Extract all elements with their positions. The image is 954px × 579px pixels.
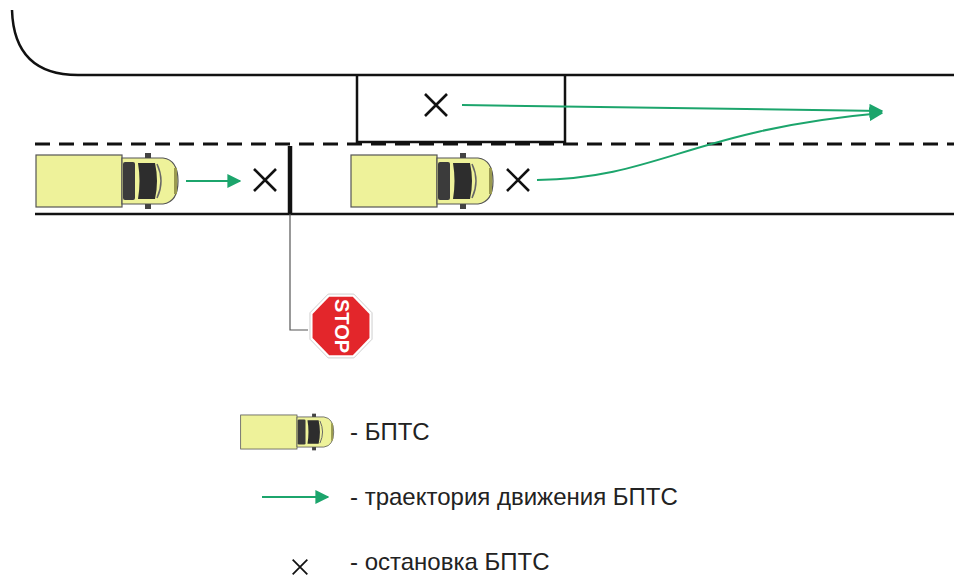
stop-line bbox=[288, 146, 293, 213]
lane-dashed-line bbox=[35, 143, 954, 146]
legend-label: - БПТС bbox=[350, 418, 430, 446]
legend-vehicle-sample bbox=[241, 414, 334, 451]
trajectory bbox=[537, 113, 882, 180]
sign-text: STOP bbox=[330, 299, 353, 353]
bus-bay bbox=[357, 75, 565, 142]
legend-label: - траектория движения БПТС bbox=[350, 483, 678, 511]
leader-line bbox=[290, 214, 308, 330]
vehicle bbox=[36, 153, 178, 209]
stop-mark bbox=[425, 94, 447, 116]
trajectory bbox=[186, 180, 240, 182]
trajectory bbox=[462, 105, 882, 111]
stop-sign: STOP bbox=[306, 290, 376, 362]
legend-trajectory-sample bbox=[262, 496, 328, 498]
vehicle bbox=[351, 153, 493, 209]
curb bbox=[12, 10, 954, 75]
stop-mark bbox=[254, 169, 276, 191]
stop-mark bbox=[507, 169, 529, 191]
legend-label: - остановка БПТС bbox=[350, 548, 549, 576]
legend-stop-sample bbox=[293, 560, 308, 575]
road-edge bbox=[35, 213, 954, 216]
